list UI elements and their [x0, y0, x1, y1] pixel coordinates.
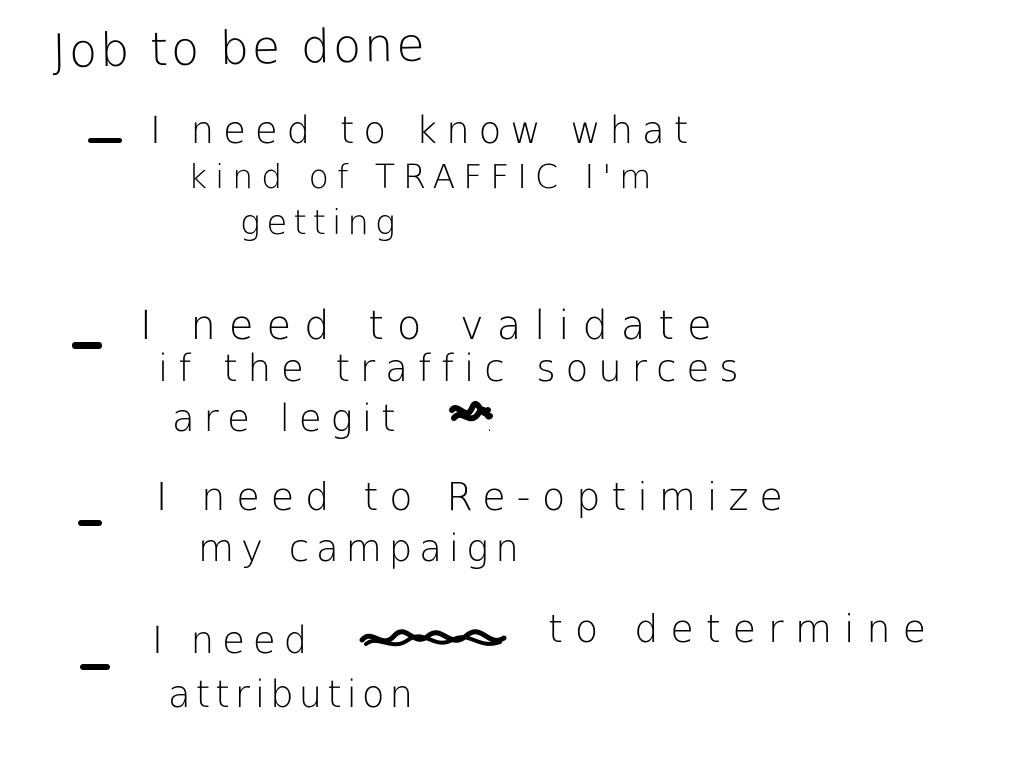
- note-line: are legit: [172, 397, 405, 440]
- note-line: .: [486, 412, 502, 437]
- scribble-mark: [449, 401, 493, 422]
- bullet-dash: [80, 664, 110, 670]
- note-line: my campaign: [198, 527, 526, 570]
- note-line: I need to know what: [150, 109, 698, 152]
- note-line: I need: [152, 619, 316, 662]
- note-line: to determine: [548, 607, 938, 651]
- crossed-out-scribble: [359, 629, 507, 647]
- note-line: if the traffic sources: [158, 347, 749, 390]
- bullet-dash: [78, 520, 102, 526]
- bullet-dash: [72, 342, 102, 349]
- note-line: attribution: [168, 673, 418, 716]
- bullet-dash: [88, 138, 122, 143]
- note-title: Job to be done: [51, 17, 429, 78]
- note-line: getting: [240, 203, 402, 243]
- note-line: I need to Re-optimize: [156, 475, 794, 519]
- note-line: kind of TRAFFIC I'm: [188, 157, 660, 196]
- note-line: I need to validate: [140, 303, 725, 349]
